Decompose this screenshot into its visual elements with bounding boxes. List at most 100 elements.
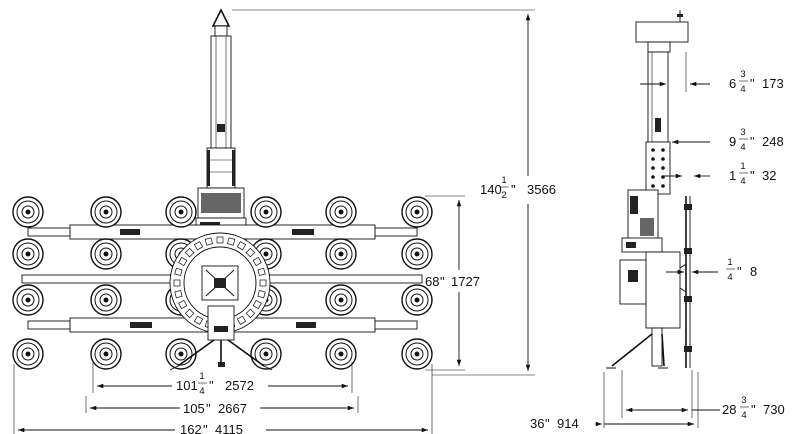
dim-pad-frame-height: 68 " 1727 xyxy=(425,274,480,289)
dim-side-pad-offset-mm: 8 xyxy=(750,264,757,279)
svg-text:": " xyxy=(750,76,755,91)
vacuum-pad xyxy=(165,338,197,370)
dim-inner-width-whole: 101 xyxy=(176,378,198,393)
dim-inner-width-mm: 2572 xyxy=(225,378,254,393)
wheel-tick xyxy=(184,308,195,319)
wheel-tick xyxy=(173,279,181,287)
vacuum-pad xyxy=(165,196,197,228)
dim-side-pad-offset-den: 4 xyxy=(727,272,732,283)
side-dimensions: 6 3 4 " 173 9 3 4 " 248 1 1 4 " 32 xyxy=(530,52,785,431)
wheel-tick xyxy=(259,279,267,287)
vacuum-pad xyxy=(12,338,44,370)
svg-text:": " xyxy=(206,401,211,416)
wheel-tick xyxy=(174,267,183,276)
vacuum-pad xyxy=(90,338,122,370)
dim-overall-height-mm: 3566 xyxy=(527,182,556,197)
vacuum-pad xyxy=(401,238,433,270)
vacuum-pad xyxy=(401,338,433,370)
side-top-bracket xyxy=(635,10,689,53)
wheel-tick xyxy=(184,247,195,258)
wheel-tick xyxy=(257,290,266,299)
mast-hole xyxy=(661,148,665,152)
wheel-tick xyxy=(236,241,247,251)
svg-text:": " xyxy=(209,378,214,393)
dim-overall-width: 162 " 4115 xyxy=(180,422,243,434)
dim-middle-width-mm: 2667 xyxy=(218,401,247,416)
vacuum-pad xyxy=(250,338,282,370)
dim-side-mast-lower-mm: 32 xyxy=(762,168,776,183)
vacuum-pad xyxy=(12,196,44,228)
dim-side-base-mm: 914 xyxy=(557,416,579,431)
dim-overall-height-whole: 140 xyxy=(480,182,502,197)
dim-overall-height-num: 1 xyxy=(501,175,506,186)
dim-side-mast-lower-den: 4 xyxy=(740,176,745,187)
dim-side-mast-upper-mm: 248 xyxy=(762,134,784,149)
mast-hole xyxy=(651,157,655,161)
svg-text:": " xyxy=(751,402,756,417)
wheel-tick xyxy=(236,315,247,325)
side-stand xyxy=(606,327,668,369)
dim-side-pad-offset-num: 1 xyxy=(727,257,732,268)
front-view xyxy=(12,8,433,371)
dim-side-top-whole: 6 xyxy=(729,76,736,91)
dim-overall-height: 140 1 2 " 3566 xyxy=(480,175,556,201)
vacuum-pad xyxy=(325,196,357,228)
dim-side-top-den: 4 xyxy=(740,84,745,95)
vacuum-pad xyxy=(90,284,122,316)
svg-text:": " xyxy=(750,168,755,183)
wheel-tick xyxy=(178,256,188,267)
vacuum-pad xyxy=(12,284,44,316)
dim-side-depth-num: 3 xyxy=(741,395,746,406)
dim-overall-width-mm: 4115 xyxy=(215,422,243,434)
wheel-tick xyxy=(245,247,256,258)
dim-side-pad-offset: 1 4 " 8 xyxy=(726,257,757,283)
rotation-wheel xyxy=(169,232,271,334)
front-dimensions: 140 1 2 " 3566 68 " 1727 101 1 4 " 2572 xyxy=(13,9,556,434)
dim-pad-frame-height-mm: 1727 xyxy=(451,274,480,289)
dim-side-mast-lower-num: 1 xyxy=(740,161,745,172)
dim-side-mast-upper: 9 3 4 " 248 xyxy=(729,127,784,153)
dim-side-base-whole: 36 xyxy=(530,416,544,431)
support-stand xyxy=(169,305,273,371)
side-view xyxy=(606,10,692,369)
dim-side-mast-upper-whole: 9 xyxy=(729,134,736,149)
wheel-tick xyxy=(204,237,213,246)
lifting-ring xyxy=(211,8,231,37)
wheel-tick xyxy=(174,290,183,299)
mast-hole xyxy=(651,148,655,152)
mast-hole xyxy=(651,166,655,170)
dim-side-mast-lower: 1 1 4 " 32 xyxy=(729,161,776,187)
dim-side-mast-lower-whole: 1 xyxy=(729,168,736,183)
vacuum-pad xyxy=(90,196,122,228)
svg-text:": " xyxy=(440,274,445,289)
dim-side-top-mm: 173 xyxy=(762,76,784,91)
svg-text:": " xyxy=(750,134,755,149)
side-mast xyxy=(645,51,671,195)
dim-overall-height-den: 2 xyxy=(501,190,506,201)
mast-hole xyxy=(661,157,665,161)
wheel-tick xyxy=(193,241,204,251)
wheel-tick xyxy=(216,236,224,244)
vacuum-pad xyxy=(325,238,357,270)
vacuum-pad xyxy=(401,196,433,228)
dim-inner-width-num: 1 xyxy=(199,371,204,382)
dim-side-depth-mm: 730 xyxy=(763,402,785,417)
dim-side-mast-upper-den: 4 xyxy=(740,142,745,153)
vacuum-pad xyxy=(12,238,44,270)
vacuum-pad xyxy=(401,284,433,316)
dim-side-top: 6 3 4 " 173 xyxy=(729,69,784,95)
dim-side-base: 36 " 914 xyxy=(530,416,579,431)
svg-text:": " xyxy=(737,264,742,279)
vacuum-pad xyxy=(250,196,282,228)
side-pad-frame xyxy=(619,196,692,368)
wheel-tick xyxy=(227,237,236,246)
dim-overall-width-whole: 162 xyxy=(180,422,202,434)
wheel-tick xyxy=(178,299,188,310)
mast-hole xyxy=(651,175,655,179)
dim-middle-width-whole: 105 xyxy=(183,401,205,416)
vacuum-pad xyxy=(325,284,357,316)
wheel-tick xyxy=(245,308,256,319)
dim-pad-frame-height-whole: 68 xyxy=(425,274,439,289)
mast-hole xyxy=(661,166,665,170)
